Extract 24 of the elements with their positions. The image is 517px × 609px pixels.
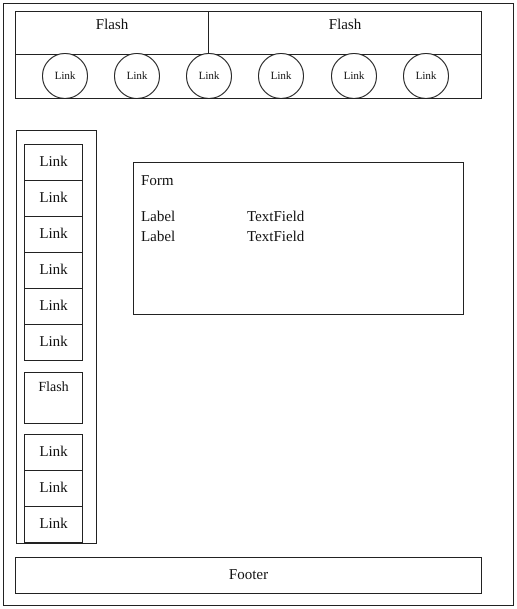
link-circle: Link [114,53,160,99]
control-name-text: TextField [247,229,304,246]
form-label: Label [141,209,176,226]
link-box: Link [24,180,83,217]
link-circle: Link [186,53,232,99]
link-box: Link [24,324,83,361]
form-title: Form [141,173,174,190]
link-box: Link [24,434,83,471]
form-label: Label [141,229,176,246]
sidebar-panel [16,130,97,544]
link-box: Link [24,216,83,253]
footer-bar: Footer [15,557,482,594]
link-circle: Link [42,53,88,99]
control-name-text: TextField [247,209,304,226]
link-box: Link [24,144,83,181]
link-box: Link [24,288,83,325]
link-box: Link [24,506,83,543]
placeholder-box: Flash [24,372,83,424]
link-circle: Link [403,53,449,99]
link-box: Link [24,470,83,507]
link-box: Link [24,252,83,289]
link-circle: Link [258,53,304,99]
link-circle: Link [331,53,377,99]
form-panel [133,162,464,315]
